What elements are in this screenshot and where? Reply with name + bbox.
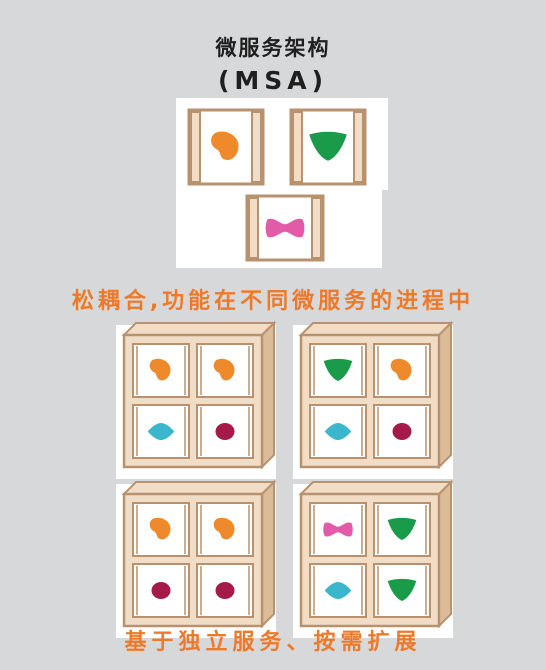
maroon-oval-icon bbox=[392, 422, 412, 441]
cabinet-cell bbox=[196, 343, 254, 398]
orange-blob-icon bbox=[211, 131, 239, 161]
cabinet-side-face bbox=[438, 320, 452, 470]
cyan-diamond-icon bbox=[324, 581, 352, 600]
cabinet-top-face bbox=[298, 322, 454, 336]
cabinet-cell bbox=[373, 404, 431, 459]
maroon-oval-icon bbox=[215, 422, 235, 441]
cabinet-cell bbox=[132, 404, 190, 459]
cabinet-cell bbox=[196, 563, 254, 618]
diagram-subtitle: (MSA) bbox=[217, 66, 329, 95]
cabinet-cell bbox=[309, 502, 367, 557]
orange-blob-icon bbox=[149, 358, 171, 381]
cyan-diamond-icon bbox=[147, 422, 175, 441]
top-services-panel bbox=[176, 98, 388, 268]
cabinet-top-left bbox=[116, 320, 277, 479]
service-box-pink bbox=[245, 194, 325, 262]
cabinet-cell bbox=[196, 502, 254, 557]
green-triangle-icon bbox=[323, 358, 353, 381]
pink-bowtie-icon bbox=[265, 218, 305, 238]
cabinet-cell bbox=[132, 343, 190, 398]
cabinet-bottom-left bbox=[116, 479, 277, 638]
cabinet-cell bbox=[132, 563, 190, 618]
green-triangle-icon bbox=[387, 578, 417, 601]
orange-blob-icon bbox=[213, 517, 235, 540]
cabinet-top-face bbox=[121, 481, 277, 495]
cabinet-cell bbox=[373, 563, 431, 618]
cabinet-cell bbox=[373, 502, 431, 557]
service-box-green bbox=[289, 108, 367, 186]
service-box-orange bbox=[187, 108, 265, 186]
green-triangle-icon bbox=[387, 517, 417, 540]
cabinet-cell bbox=[132, 502, 190, 557]
cabinet-cell bbox=[373, 343, 431, 398]
cabinet-side-face bbox=[438, 479, 452, 629]
pink-bowtie-icon bbox=[323, 522, 353, 537]
cabinet-side-face bbox=[261, 320, 275, 470]
green-triangle-icon bbox=[309, 131, 347, 161]
cabinet-side-face bbox=[261, 479, 275, 629]
diagram-title: 微服务架构 bbox=[215, 36, 331, 60]
cabinet-cell bbox=[309, 563, 367, 618]
orange-blob-icon bbox=[213, 358, 235, 381]
orange-blob-icon bbox=[390, 358, 412, 381]
cabinet-cell bbox=[309, 343, 367, 398]
cabinet-top-face bbox=[121, 322, 277, 336]
cabinet-bottom-right bbox=[293, 479, 454, 638]
maroon-oval-icon bbox=[151, 581, 171, 600]
cabinet-cell bbox=[309, 404, 367, 459]
cabinet-top-right bbox=[293, 320, 454, 479]
caption-loose-coupling: 松耦合,功能在不同微服务的进程中 bbox=[71, 289, 475, 314]
orange-blob-icon bbox=[149, 517, 171, 540]
maroon-oval-icon bbox=[215, 581, 235, 600]
caption-independent-scaling: 基于独立服务、按需扩展 bbox=[124, 630, 422, 655]
cabinet-cell bbox=[196, 404, 254, 459]
cabinet-top-face bbox=[298, 481, 454, 495]
cyan-diamond-icon bbox=[324, 422, 352, 441]
